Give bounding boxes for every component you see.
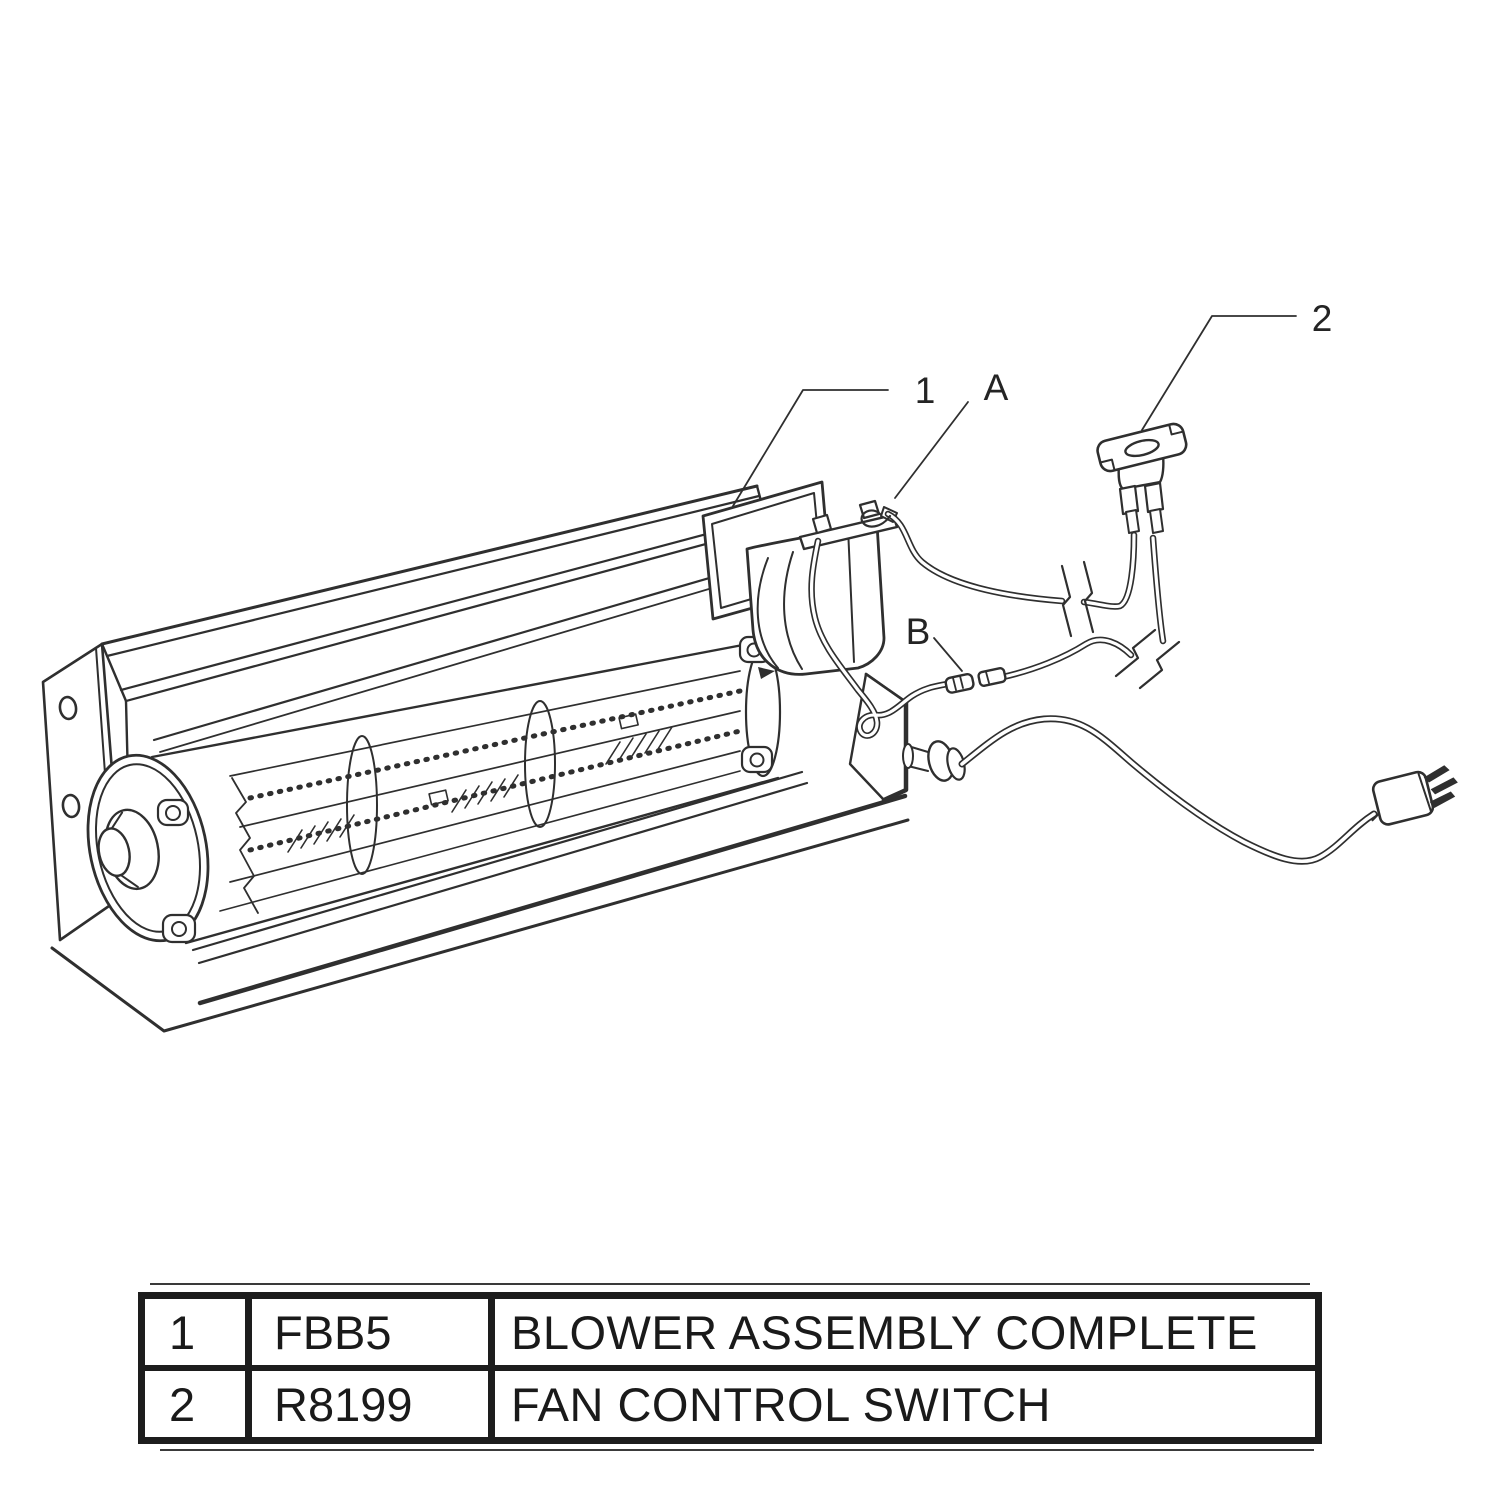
cord-grommet	[902, 740, 966, 782]
table-bottom-hairline	[160, 1449, 1314, 1451]
wire-break-symbol	[1114, 628, 1181, 690]
wire-motor-to-switch	[860, 509, 1138, 610]
description-cell: FAN CONTROL SWITCH	[511, 1377, 1051, 1431]
shaft-stub	[97, 827, 131, 878]
fan-drum	[150, 642, 780, 945]
part-number-cell: R8199	[252, 1371, 495, 1437]
table-top-hairline	[150, 1283, 1310, 1285]
table-row: 1 FBB5 BLOWER ASSEMBLY COMPLETE	[145, 1299, 1315, 1371]
blade-hatching	[287, 726, 673, 853]
housing-bottom-edge	[197, 793, 908, 1006]
switch-terminal	[1118, 484, 1140, 516]
leader-line-2	[1141, 315, 1297, 431]
leader-line-B	[933, 637, 963, 672]
table-row: 2 R8199 FAN CONTROL SWITCH	[145, 1371, 1315, 1437]
blade-edge-zigzag	[231, 777, 259, 914]
blower-housing-louvers	[100, 484, 908, 1006]
callout-A: A	[984, 367, 1009, 408]
terminal	[811, 513, 833, 535]
cap-mounting-ear	[156, 798, 190, 827]
leader-line-1	[732, 389, 889, 507]
plug-prong	[1423, 765, 1450, 783]
flange-hole	[61, 793, 81, 819]
rotation-arrow	[758, 667, 775, 679]
blade-bead-row	[247, 728, 743, 853]
end-mounting-ear	[740, 745, 774, 774]
callout-2: 2	[1312, 298, 1333, 339]
description-cell: BLOWER ASSEMBLY COMPLETE	[511, 1305, 1258, 1359]
power-cord	[958, 715, 1378, 865]
drum-support-ring	[346, 735, 378, 875]
leader-lines	[732, 315, 1297, 672]
item-number-cell: 2	[145, 1371, 252, 1437]
callout-1: 1	[915, 370, 936, 411]
switch-mounting-plate	[1096, 422, 1188, 473]
switch-terminal	[1143, 481, 1165, 514]
plug-prong	[1429, 791, 1456, 808]
base-tray	[50, 818, 910, 1033]
mounting-bracket	[848, 672, 909, 803]
fan-control-switch	[1096, 422, 1188, 534]
cap-mounting-ear	[161, 913, 197, 944]
blade-bead-row	[247, 688, 743, 801]
inline-connector	[944, 666, 1007, 694]
callout-B: B	[906, 611, 931, 652]
switch-terminal-sleeve	[1125, 509, 1140, 534]
part-number-cell: FBB5	[252, 1299, 495, 1365]
switch-terminal-sleeve	[1149, 508, 1164, 534]
parts-table: 1 FBB5 BLOWER ASSEMBLY COMPLETE 2 R8199 …	[138, 1292, 1322, 1444]
wire-motor-to-connector	[808, 537, 951, 739]
drum-support-ring	[524, 700, 556, 828]
power-plug	[1371, 765, 1458, 826]
switch-plate-hole	[1124, 438, 1160, 458]
leader-line-A	[894, 401, 969, 499]
flange-hole	[58, 695, 78, 721]
wire-connector-to-switch	[999, 534, 1167, 681]
item-number-cell: 1	[145, 1299, 252, 1365]
plug-prong	[1430, 777, 1458, 795]
drum-end-cap	[86, 753, 210, 944]
wire-break-symbol	[1060, 560, 1095, 638]
